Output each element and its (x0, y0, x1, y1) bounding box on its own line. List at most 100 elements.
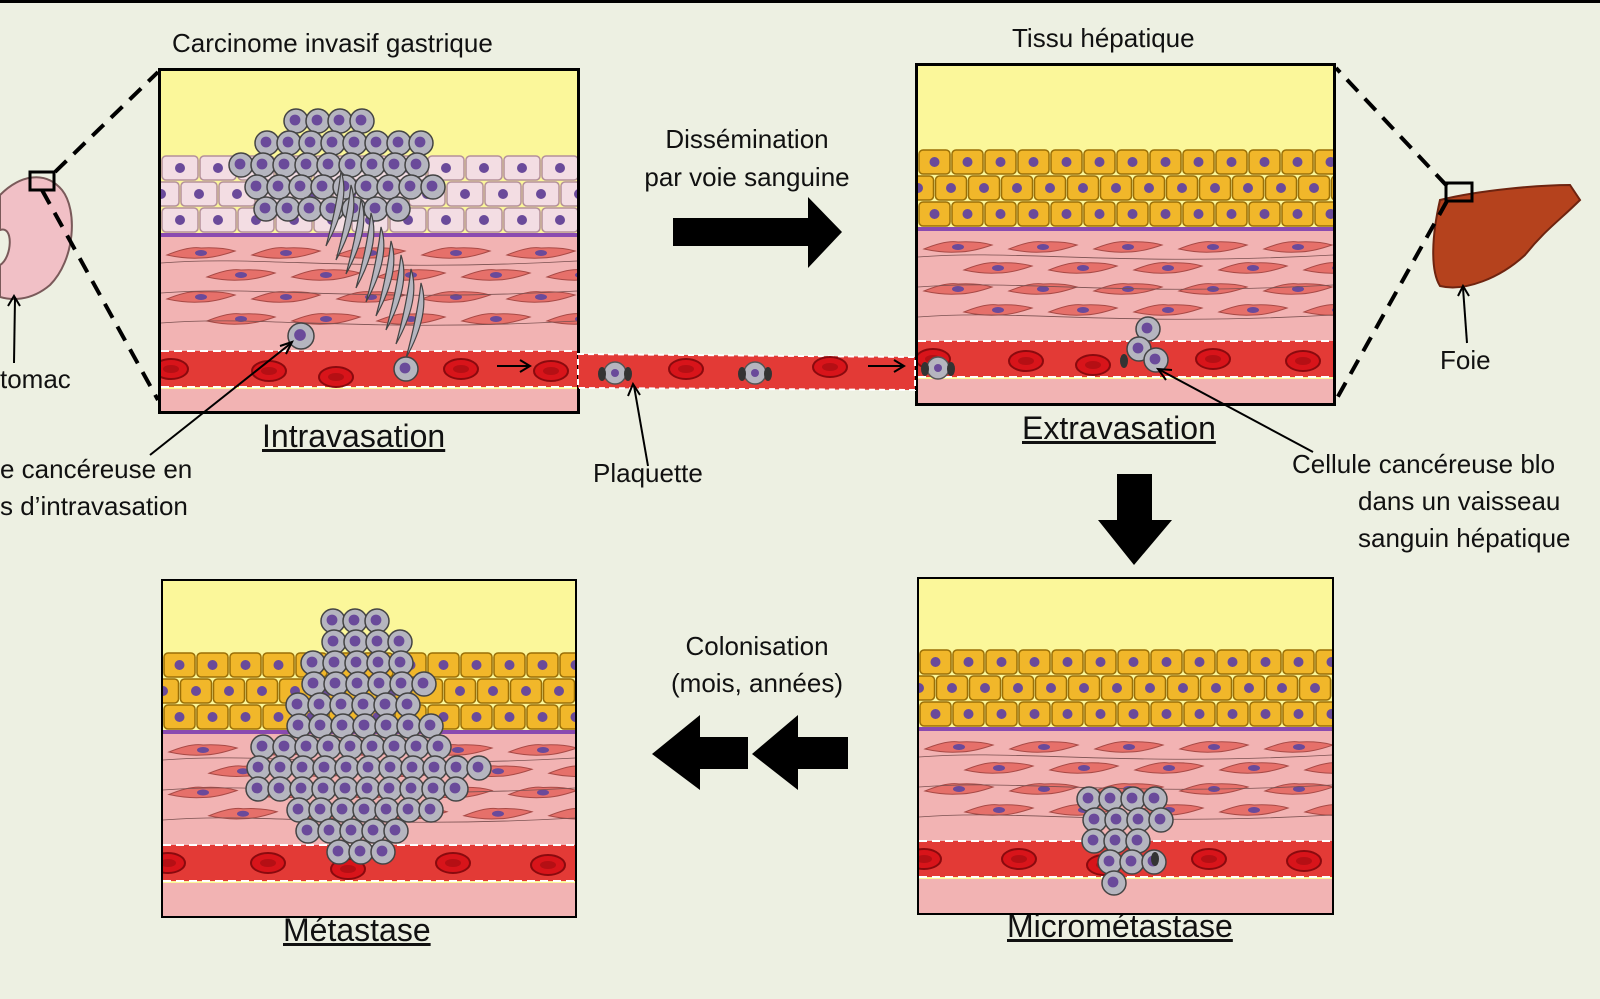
tumor-cell (267, 776, 293, 802)
fibroblast (1218, 804, 1290, 816)
fibroblast (165, 247, 237, 259)
red-blood-cell (251, 360, 287, 382)
tumor-cell (275, 196, 301, 222)
fibroblast (923, 783, 995, 795)
tumor-cell (348, 839, 374, 865)
blood-flow-arrow (868, 359, 906, 373)
tumor-cell (245, 776, 271, 802)
stroma (161, 389, 577, 411)
collagen-fiber (161, 320, 577, 326)
tumor-cell (377, 776, 403, 802)
red-blood-cell (250, 852, 286, 874)
tumor-cell (1081, 828, 1107, 854)
collagen-fiber (918, 254, 1333, 260)
tumor-cell (311, 776, 337, 802)
tumor-cell (1148, 807, 1174, 833)
epithelial-cell (1315, 701, 1332, 727)
tumor-cell (272, 734, 298, 760)
liver-tissue-title: Tissu hépatique (1012, 23, 1195, 53)
platelet (1120, 354, 1128, 368)
tumor-cell (323, 671, 349, 697)
fibroblast (420, 247, 492, 259)
stomach-illustration (0, 176, 73, 301)
tumor-cell (396, 713, 422, 739)
top-border-line (0, 0, 1600, 3)
red-blood-cell (1001, 848, 1037, 870)
platelet-pointer-head (627, 381, 641, 397)
epithelial-cell (559, 704, 575, 730)
liver-label: Foie (1440, 345, 1491, 375)
blocked-cell-line-1: Cellule cancéreuse blo (1292, 449, 1556, 479)
tumor-cell (382, 734, 408, 760)
tumor-cell (289, 776, 315, 802)
liver-pointer (1462, 287, 1468, 344)
tumor-cell (1097, 849, 1123, 875)
tumor-cell (421, 776, 447, 802)
stomach-label: tomac (0, 364, 71, 394)
tumor-cell (383, 818, 409, 844)
platelet-pointer (633, 385, 649, 467)
tumor-cell (1143, 347, 1169, 373)
red-blood-cell (435, 852, 471, 874)
tumor-cell (297, 196, 323, 222)
epithelial-cell (918, 175, 935, 201)
epithelial-cell (560, 181, 577, 207)
fibroblast-group (918, 241, 1333, 320)
stomach-pointer-head (7, 294, 21, 307)
tumor-cell (399, 776, 425, 802)
hepatocyte-layer (918, 149, 1333, 227)
fibroblast (290, 313, 362, 325)
fibroblast (1218, 762, 1290, 774)
tumor-cluster (1076, 786, 1174, 896)
tumor-cell (360, 734, 386, 760)
tumor-cell (312, 755, 338, 781)
tumor-cell (352, 797, 378, 823)
fibroblast (1047, 262, 1119, 274)
tumor-cell (386, 130, 412, 156)
blocked-cell-line-3: sanguin hépatique (1358, 523, 1571, 553)
red-blood-cell (1191, 848, 1227, 870)
tumor-cell (367, 671, 393, 697)
red-blood-cell (918, 348, 951, 370)
fibroblast (547, 765, 575, 777)
tumor-cell (287, 322, 315, 350)
tumor-cell (253, 196, 279, 222)
tumor-cell (250, 152, 276, 178)
intravasating-cell-line-1: e cancéreuse en (0, 454, 193, 484)
intravasation-panel (158, 68, 580, 414)
fibroblast (250, 247, 322, 259)
colonisation-line-1: Colonisation (685, 631, 829, 661)
tumor-cell (345, 671, 371, 697)
fibroblast (1177, 241, 1249, 253)
collagen-fiber (918, 284, 1333, 290)
liver-illustration (1432, 183, 1582, 289)
tumor-cell (398, 174, 424, 200)
tumor-cell (1125, 828, 1151, 854)
tumor-cell (370, 839, 396, 865)
tumor-cell (294, 152, 320, 178)
micrometastasis-panel (917, 577, 1334, 915)
circulating-tumor-cell-with-platelets (598, 361, 632, 385)
fibroblast (460, 313, 532, 325)
tumor-cell (250, 734, 276, 760)
blocked-tumor-cells (1120, 316, 1169, 373)
tumor-cell (1101, 870, 1127, 896)
intravasation-label: Intravasation (262, 418, 446, 454)
tumor-cell (298, 130, 324, 156)
tumor-cell (307, 692, 333, 718)
tumor-cell (404, 734, 430, 760)
fibroblast (1263, 741, 1332, 753)
tumor-cell (300, 650, 326, 676)
tumor-cell (294, 734, 320, 760)
tumor-cell (466, 755, 492, 781)
fibroblast (1093, 741, 1165, 753)
epithelial-cell (1315, 649, 1332, 675)
fibroblast (1008, 741, 1080, 753)
tumor-cell (338, 152, 364, 178)
fibroblast (165, 291, 237, 303)
circulating-tumor-cell-with-platelets (738, 361, 772, 385)
tumor-cell (288, 174, 314, 200)
fibroblast (207, 807, 279, 820)
tumor-cell (389, 671, 415, 697)
tumor-cell (1076, 786, 1102, 812)
